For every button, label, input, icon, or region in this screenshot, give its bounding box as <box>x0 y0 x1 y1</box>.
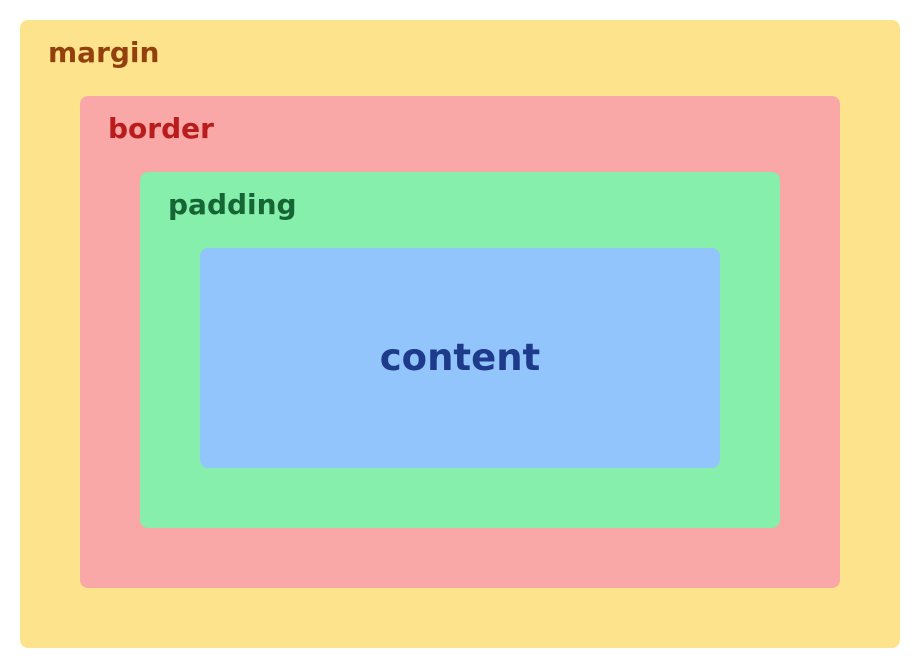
content-label: content <box>379 336 541 379</box>
content-layer: content <box>200 248 720 468</box>
padding-label: padding <box>168 188 297 221</box>
margin-label: margin <box>48 36 160 69</box>
border-label: border <box>108 112 214 145</box>
